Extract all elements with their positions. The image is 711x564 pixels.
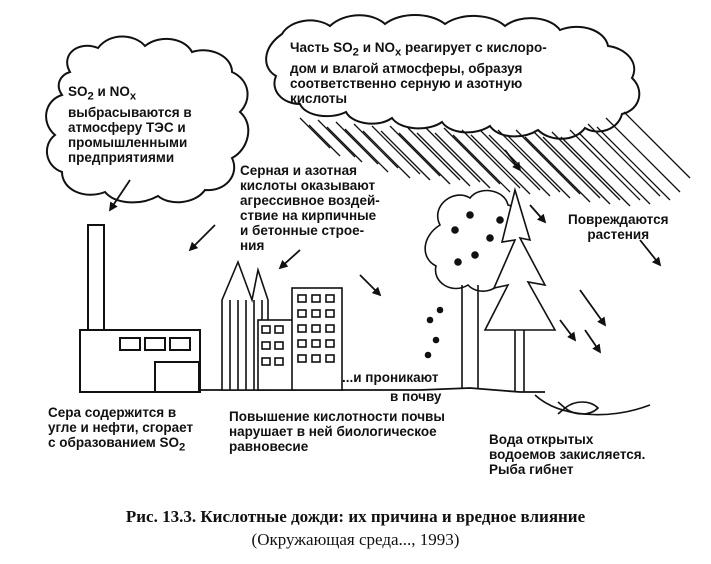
label-atmosphere-reaction: Часть SO2 и NOx реагирует с кислоро- дом… bbox=[290, 40, 547, 106]
power-plant bbox=[79, 224, 201, 393]
caption-title: Рис. 13.3. Кислотные дожди: их причина и… bbox=[125, 507, 586, 526]
caption-source: (Окружающая среда..., 1993) bbox=[251, 530, 460, 549]
high-rise-building bbox=[291, 287, 343, 391]
label-sulfur-source: Сера содержится в угле и нефти, сгорает … bbox=[48, 405, 194, 454]
label-acid-effect: Серная и азотная кислоты оказывают агрес… bbox=[240, 163, 380, 253]
label-water-acidification: Вода открытых водоемов закисляется. Рыба… bbox=[489, 432, 646, 477]
deciduous-tree bbox=[424, 189, 525, 388]
conifer-tree bbox=[483, 186, 557, 392]
figure-caption: Рис. 13.3. Кислотные дожди: их причина и… bbox=[0, 505, 711, 551]
pond-with-fish bbox=[534, 394, 651, 416]
gothic-building bbox=[221, 259, 297, 391]
cloud-right bbox=[265, 14, 641, 140]
label-soil-penetration: ...и проникают в почву bbox=[342, 370, 442, 404]
label-soil-acidity: Повышение кислотности почвы нарушает в н… bbox=[229, 409, 445, 454]
label-emissions: SO2 и NOx выбрасываются в атмосферу ТЭС … bbox=[68, 84, 192, 165]
rain-hatching bbox=[299, 111, 691, 207]
label-plants-damaged: Повреждаются растения bbox=[568, 212, 669, 242]
cloud-left bbox=[45, 35, 250, 204]
rain-arrows bbox=[92, 149, 662, 371]
